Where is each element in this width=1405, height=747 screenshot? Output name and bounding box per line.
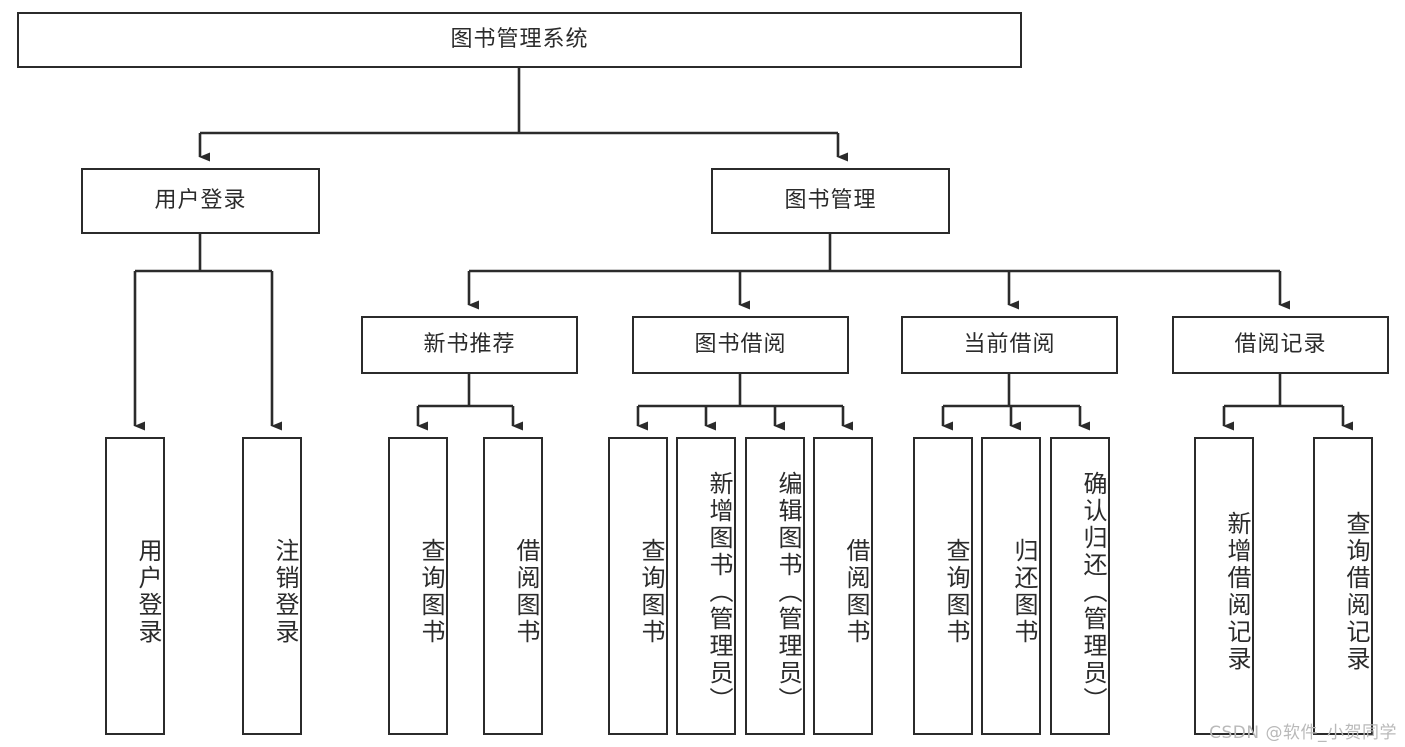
node-leaf-borrow-books-rec-label: 借阅图书: [512, 538, 540, 646]
node-leaf-borrow-books-label: 借阅图书: [842, 538, 870, 646]
node-borrowing-records[interactable]: 借阅记录: [1172, 316, 1389, 374]
node-borrowing-records-label: 借阅记录: [1234, 331, 1327, 357]
node-leaf-logout[interactable]: 注销登录: [242, 437, 302, 735]
node-leaf-user-login[interactable]: 用户登录: [105, 437, 165, 735]
node-leaf-confirm-return-admin[interactable]: 确认归还（管理员）: [1050, 437, 1110, 735]
node-leaf-query-borrow-record[interactable]: 查询借阅记录: [1313, 437, 1373, 735]
node-user-login[interactable]: 用户登录: [81, 168, 320, 234]
node-leaf-confirm-return-admin-label: 确认归还（管理员）: [1079, 470, 1107, 714]
node-leaf-add-borrow-record[interactable]: 新增借阅记录: [1194, 437, 1254, 735]
node-book-borrowing-label: 图书借阅: [694, 331, 787, 357]
node-leaf-query-books-current-label: 查询图书: [942, 538, 970, 646]
node-leaf-edit-book-admin[interactable]: 编辑图书（管理员）: [745, 437, 805, 735]
node-book-borrowing[interactable]: 图书借阅: [632, 316, 849, 374]
node-leaf-add-book-admin[interactable]: 新增图书（管理员）: [676, 437, 736, 735]
node-new-book-recommendation-label: 新书推荐: [423, 331, 516, 357]
node-leaf-query-books-borrow[interactable]: 查询图书: [608, 437, 668, 735]
node-leaf-query-books-rec-label: 查询图书: [417, 538, 445, 646]
node-book-management[interactable]: 图书管理: [711, 168, 950, 234]
node-leaf-user-login-label: 用户登录: [134, 538, 162, 646]
node-leaf-query-books-rec[interactable]: 查询图书: [388, 437, 448, 735]
node-leaf-add-borrow-record-label: 新增借阅记录: [1223, 511, 1251, 673]
node-leaf-query-borrow-record-label: 查询借阅记录: [1342, 511, 1370, 673]
node-current-borrowing[interactable]: 当前借阅: [901, 316, 1118, 374]
node-leaf-add-book-admin-label: 新增图书（管理员）: [705, 470, 733, 714]
node-leaf-edit-book-admin-label: 编辑图书（管理员）: [774, 470, 802, 714]
node-leaf-query-books-current[interactable]: 查询图书: [913, 437, 973, 735]
node-new-book-recommendation[interactable]: 新书推荐: [361, 316, 578, 374]
node-leaf-logout-label: 注销登录: [271, 538, 299, 646]
node-current-borrowing-label: 当前借阅: [963, 331, 1056, 357]
csdn-watermark: CSDN @软件_小贺同学: [1209, 723, 1397, 743]
node-leaf-return-books-label: 归还图书: [1010, 538, 1038, 646]
node-root[interactable]: 图书管理系统: [17, 12, 1022, 68]
node-leaf-query-books-borrow-label: 查询图书: [637, 538, 665, 646]
node-leaf-borrow-books[interactable]: 借阅图书: [813, 437, 873, 735]
node-root-label: 图书管理系统: [450, 26, 589, 52]
node-leaf-borrow-books-rec[interactable]: 借阅图书: [483, 437, 543, 735]
node-book-management-label: 图书管理: [784, 187, 877, 213]
node-user-login-label: 用户登录: [154, 187, 247, 213]
node-leaf-return-books[interactable]: 归还图书: [981, 437, 1041, 735]
